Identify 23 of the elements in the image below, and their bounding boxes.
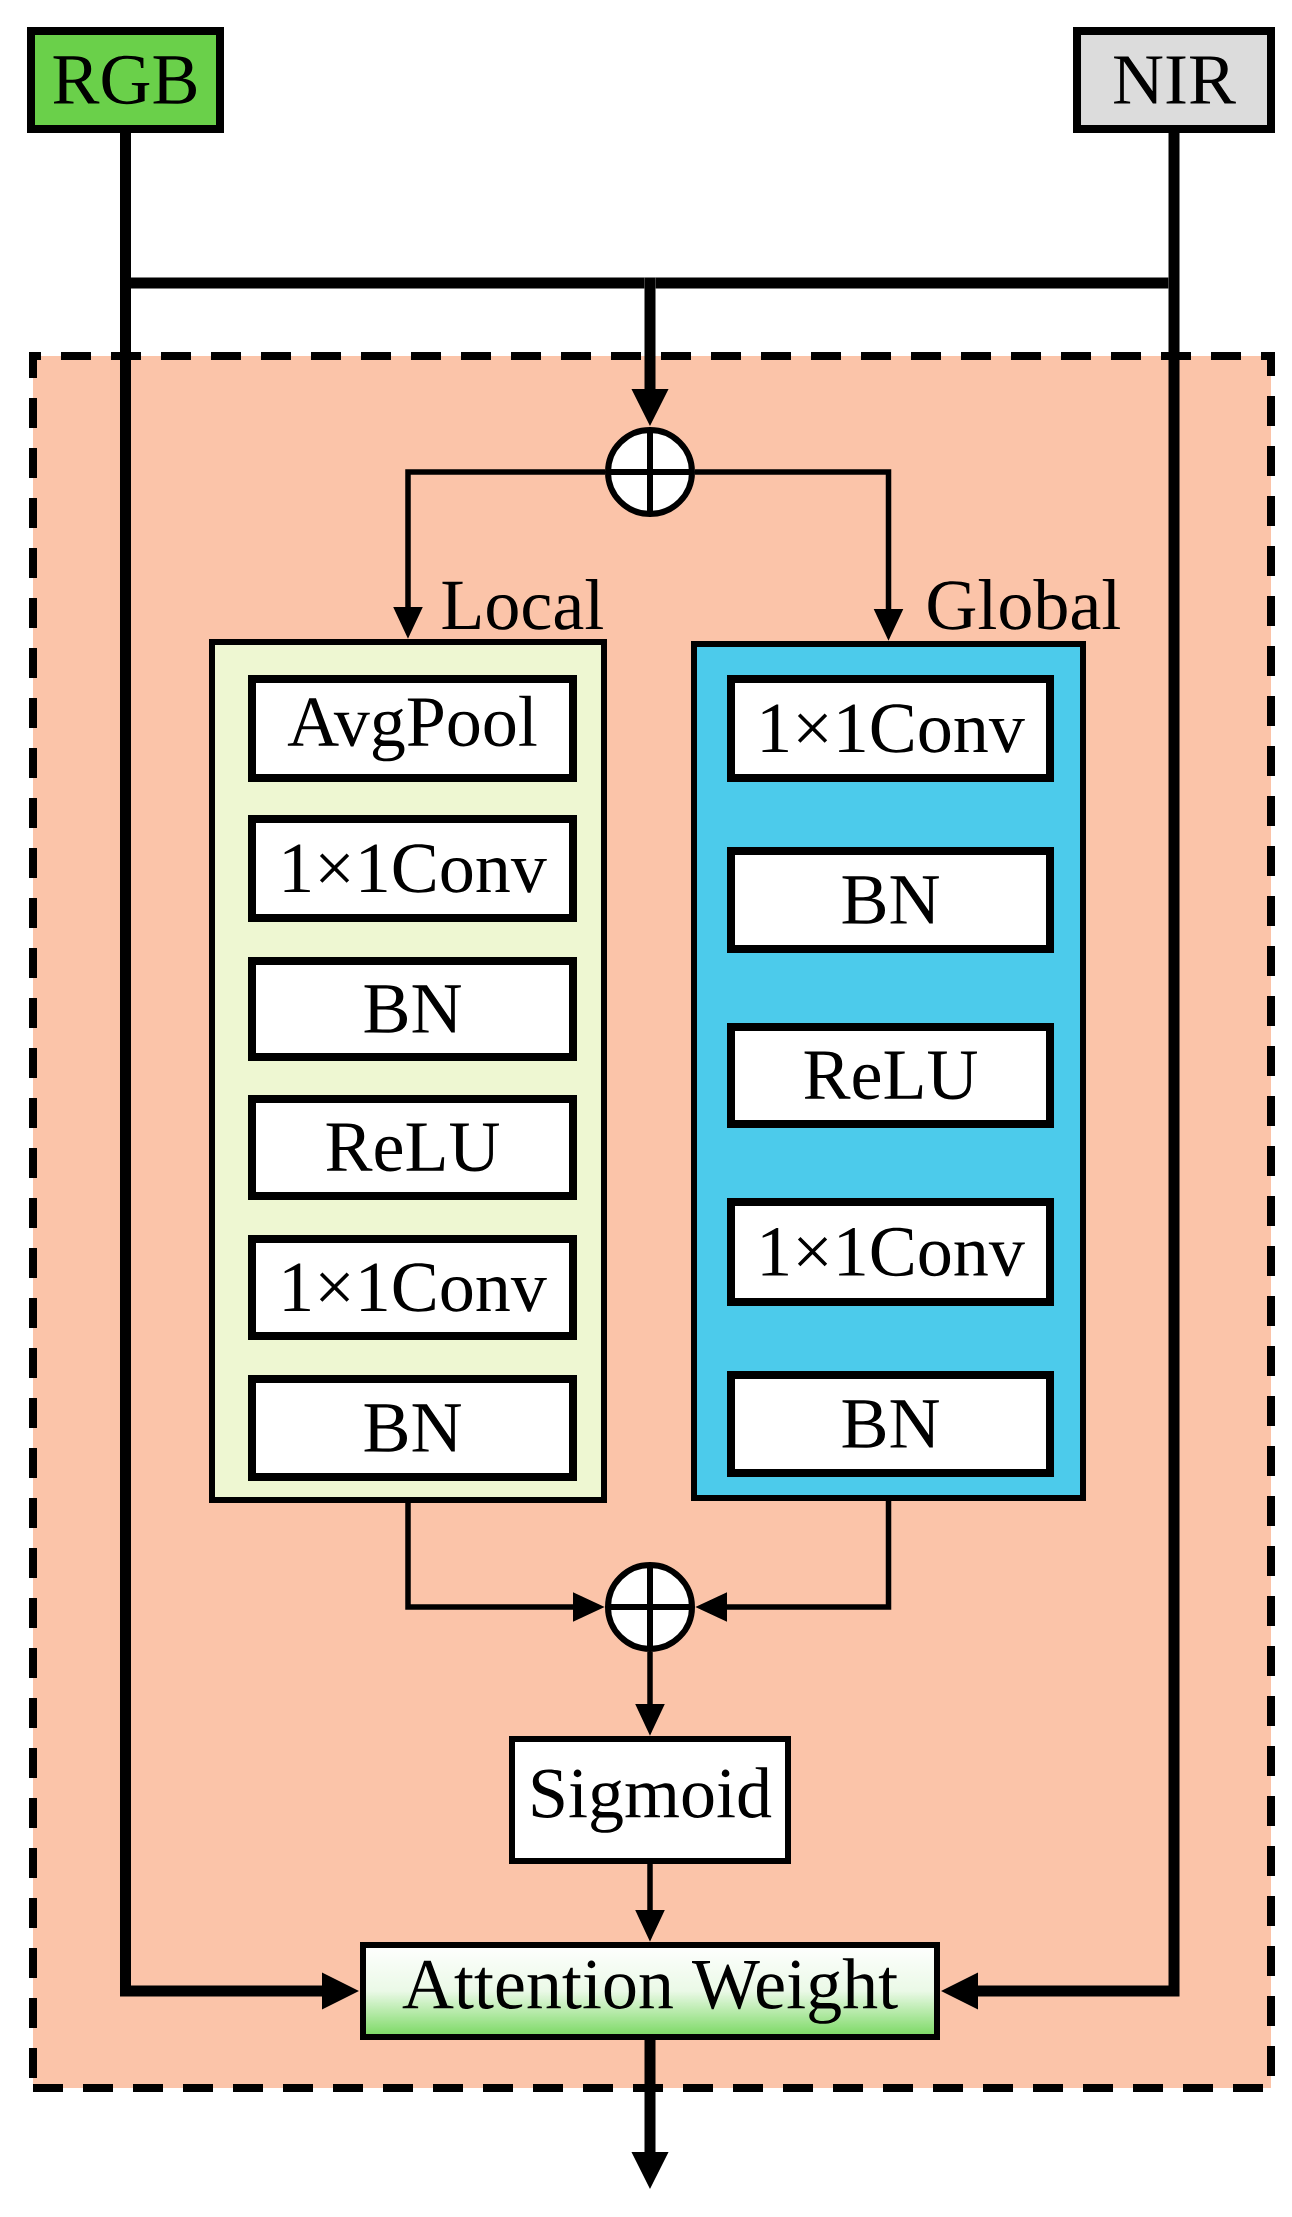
panel-heading: Global: [928, 579, 1120, 630]
layer-box: 1×1Conv: [248, 815, 577, 922]
output-box: Attention Weight: [360, 1942, 940, 2040]
layer-box: ReLU: [248, 1095, 577, 1200]
connector-line: [131, 277, 645, 289]
layer-box: 1×1Conv: [727, 1198, 1054, 1306]
layer-box: 1×1Conv: [248, 1235, 577, 1340]
input-box: RGB: [27, 27, 224, 133]
layer-box: Sigmoid: [509, 1736, 791, 1864]
connector-line: [1168, 133, 1180, 283]
panel-heading: Local: [442, 579, 603, 630]
layer-box: ReLU: [727, 1023, 1054, 1128]
sum-circle: [605, 1562, 695, 1652]
layer-box: BN: [727, 847, 1054, 953]
layer-box: BN: [248, 1375, 577, 1481]
input-box: NIR: [1073, 27, 1275, 133]
layer-box: BN: [727, 1371, 1054, 1477]
connector-line: [655, 277, 1169, 289]
connector-line: [120, 133, 131, 283]
layer-box: AvgPool: [248, 675, 577, 782]
sum-circle: [605, 427, 695, 517]
layer-box: BN: [248, 957, 577, 1061]
layer-box: 1×1Conv: [727, 675, 1054, 782]
